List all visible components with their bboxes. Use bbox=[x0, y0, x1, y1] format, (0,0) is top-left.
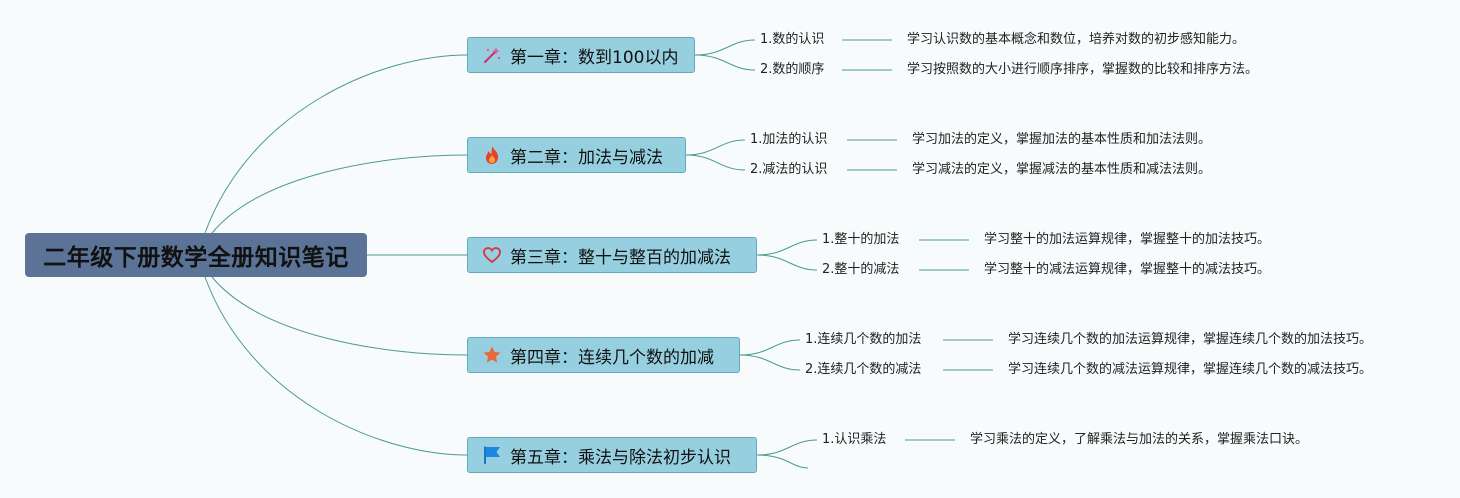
chapter-node-5[interactable]: 第五章：乘法与除法初步认识 bbox=[467, 437, 757, 473]
topic-1-1[interactable]: 1.数的认识 bbox=[760, 32, 825, 47]
topic-2-1[interactable]: 1.加法的认识 bbox=[750, 132, 828, 147]
chapter-node-1[interactable]: 第一章：数到100以内 bbox=[467, 37, 695, 73]
fire-icon bbox=[482, 145, 506, 165]
magic-wand-icon bbox=[482, 45, 506, 65]
topic-2-2[interactable]: 2.减法的认识 bbox=[750, 162, 828, 177]
topic-4-2[interactable]: 2.连续几个数的减法 bbox=[805, 362, 922, 377]
connector-root-ch5 bbox=[204, 276, 468, 456]
chapter-title-1: 第一章：数到100以内 bbox=[510, 47, 679, 68]
connector-root-ch2 bbox=[211, 154, 468, 234]
topic-4-1[interactable]: 1.连续几个数的加法 bbox=[805, 332, 922, 347]
chapter-node-3[interactable]: 第三章：整十与整百的加减法 bbox=[467, 237, 757, 273]
topic-1-2[interactable]: 2.数的顺序 bbox=[760, 62, 825, 77]
topic-5-1[interactable]: 1.认识乘法 bbox=[822, 432, 887, 447]
chapter-node-2[interactable]: 第二章：加法与减法 bbox=[467, 137, 686, 173]
flag-icon bbox=[482, 445, 506, 465]
topic-desc-3-2: 学习整十的减法运算规律，掌握整十的减法技巧。 bbox=[984, 262, 1271, 277]
topic-desc-3-1: 学习整十的加法运算规律，掌握整十的加法技巧。 bbox=[984, 232, 1271, 247]
topic-desc-1-1: 学习认识数的基本概念和数位，培养对数的初步感知能力。 bbox=[907, 32, 1246, 47]
root-title: 二年级下册数学全册知识笔记 bbox=[43, 245, 349, 271]
topic-desc-4-2: 学习连续几个数的减法运算规律，掌握连续几个数的减法技巧。 bbox=[1008, 362, 1373, 377]
heart-icon bbox=[482, 245, 506, 265]
chapter-title-2: 第二章：加法与减法 bbox=[510, 147, 663, 168]
connector-root-ch1 bbox=[204, 54, 468, 234]
topic-3-2[interactable]: 2.整十的减法 bbox=[822, 262, 900, 277]
root-node[interactable]: 二年级下册数学全册知识笔记 bbox=[25, 233, 367, 277]
chapter-node-4[interactable]: 第四章：连续几个数的加减 bbox=[467, 337, 740, 373]
topic-desc-2-1: 学习加法的定义，掌握加法的基本性质和加法法则。 bbox=[912, 132, 1212, 147]
chapter-title-3: 第三章：整十与整百的加减法 bbox=[510, 247, 731, 268]
chapter-title-4: 第四章：连续几个数的加减 bbox=[510, 347, 714, 368]
star-icon bbox=[482, 345, 506, 365]
topic-3-1[interactable]: 1.整十的加法 bbox=[822, 232, 900, 247]
topic-desc-2-2: 学习减法的定义，掌握减法的基本性质和减法法则。 bbox=[912, 162, 1212, 177]
chapter-title-5: 第五章：乘法与除法初步认识 bbox=[510, 447, 731, 468]
topic-desc-1-2: 学习按照数的大小进行顺序排序，掌握数的比较和排序方法。 bbox=[907, 62, 1259, 77]
topic-desc-5-1: 学习乘法的定义，了解乘法与加法的关系，掌握乘法口诀。 bbox=[970, 432, 1309, 447]
topic-desc-4-1: 学习连续几个数的加法运算规律，掌握连续几个数的加法技巧。 bbox=[1008, 332, 1373, 347]
connector-root-ch4 bbox=[211, 276, 468, 356]
